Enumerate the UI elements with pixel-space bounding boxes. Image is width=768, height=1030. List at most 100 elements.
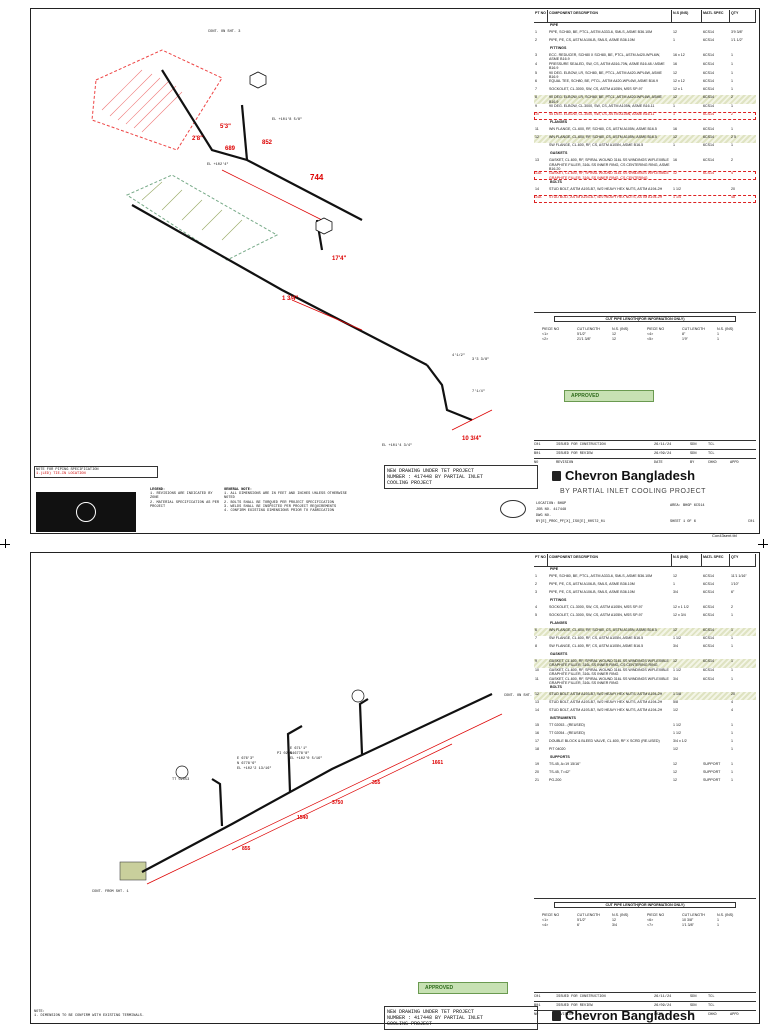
cut-header: N.S. (INS) (612, 327, 629, 331)
cont-note: CONT. FROM SHT. 1 (92, 890, 129, 894)
bom-cell-no: 11 (535, 676, 539, 681)
bom-cell-desc: GASKET, CL.600, RF, SPIRAL WOUND 316L SS… (549, 158, 670, 172)
revision-cell: SDN (690, 995, 697, 999)
bom-cell-desc: SW FLANGE, CL.600, RF, CS, ASTM A105N, A… (549, 644, 644, 648)
bom-cell-desc: STUD BOLT, ASTM A193-B7, W/2 HEAVY HEX N… (549, 700, 663, 705)
revision-cell: CHKD (708, 461, 717, 465)
bom-cell-size: 12 (673, 135, 677, 140)
cut-cell: <5> (647, 337, 654, 341)
bom-cell-size: 16 (673, 158, 677, 163)
legend-line: 2. MATERIAL SPECIFICATION AS PER PROJECT (150, 500, 220, 509)
bom-section-label: INSTRUMENTS (550, 716, 576, 721)
bom-cell-no: 11 (535, 127, 539, 132)
general-note-line: 2. BOLTS SHALL BE TORQUED PER PROJECT SP… (224, 500, 334, 505)
crop-mark (5, 539, 6, 549)
bom-cell-qty: 1'10" (731, 582, 739, 586)
bom-cell-spec: 6CS14 (703, 79, 714, 84)
cut-cell: 3/4 (612, 923, 617, 927)
crop-mark (763, 539, 764, 549)
bom-cell-size: 3/4 (673, 644, 678, 648)
bom-cell-qty: 48 (731, 195, 735, 200)
bom-cell-qty: 2 5 (731, 135, 736, 140)
bom-cell-qty: 1 (731, 659, 733, 663)
cont-note: CONT. ON SHT. 3 (208, 30, 240, 34)
bom-section-label: SUPPORTS (550, 755, 570, 760)
bom-cell-spec: SUPPORT (703, 762, 721, 767)
bom-cell-size: 1 1/2 (673, 636, 681, 640)
bom-cell-desc: PRESSURE SEALED, SW, CS, ASTM A516-70N, … (549, 61, 665, 71)
bom-cell-desc: 90 DEG. ELBOW, CL.3000, SW, CS, ASTM A10… (549, 104, 655, 109)
instrument-bubble-icon (175, 765, 189, 779)
bom-cell-qty: 1 (731, 731, 733, 736)
isometric-drawing-2: 855 1540 3750 355 1661 CONT. ON SHT. 3 E… (92, 689, 532, 894)
dim-callout: 1 3/4" (282, 296, 298, 302)
dimension-lines (221, 169, 493, 431)
bom-table: PT NO COMPONENT DESCRIPTION N.S (INS) MA… (534, 10, 756, 204)
bom-cell-qty: 1 (731, 53, 733, 57)
bom-cell-qty: 1 (731, 87, 733, 92)
revision-cell: SDN (690, 443, 697, 447)
bom-cell-desc: STUD BOLT, ASTM A193-B7, W/2 HEAVY HEX N… (549, 195, 663, 200)
bom-cell-desc: GASKET, CL.600, RF, SPIRAL WOUND 316L SS… (549, 676, 669, 686)
bom-cell-qty: 1 (731, 70, 733, 75)
bom-cell-spec: 6CS14 (703, 676, 714, 681)
bom-cell-no: 12 (535, 135, 539, 140)
bom-cell-no: 12 (535, 692, 539, 697)
bom-cell-desc: GASKET, CL.600, RF, SPIRAL WOUND 316L SS… (549, 667, 669, 677)
elevation-label: EL +101'4 3/4" (382, 443, 412, 448)
bom-cell-desc: STUD BOLT, ASTM A193-B7, W/2 HEAVY HEX N… (549, 692, 663, 697)
cut-cell: 12 (612, 337, 616, 341)
approved-stamp: APPROVED (418, 982, 508, 994)
location-label: LOCATION: BHGP (536, 502, 567, 506)
bom-cell-no: 2 (535, 582, 537, 586)
revision-cell: APPD (730, 1013, 739, 1017)
bom-cell-desc: STUD BOLT, ASTM A193-B7, W/2 HEAVY HEX N… (549, 708, 663, 713)
bom-cell-spec (702, 187, 730, 195)
hdr-no: PT NO (534, 554, 548, 566)
revision-cell: NO (534, 461, 539, 465)
bom-cell-desc: STUD BOLT, ASTM A193-B7, W/2 HEAVY HEX N… (549, 187, 663, 192)
bom-cell-qty: 2 (731, 158, 733, 163)
revision-cell: CHKD (708, 1013, 717, 1017)
revision-cell: 26/09/24 (654, 452, 672, 456)
bom-cell-size: 12 (673, 628, 677, 632)
bom-cell-size: 1 (673, 582, 675, 586)
dimension-lines (146, 713, 503, 885)
footer-code: Con43sent.tbl (712, 533, 737, 538)
cont-note: CONT. ON SHT. 3 (504, 694, 532, 698)
bom-cell-spec: 6CS14 (703, 158, 714, 163)
bom-section-label: FLANGES (550, 621, 568, 625)
revision-cell: TCL (708, 995, 715, 999)
bom-cell-spec: 6CS14 (703, 53, 714, 57)
cut-cell: 21'1 3/8" (577, 337, 591, 341)
coord-label: N 6778'8" (290, 751, 309, 756)
legend-title: LEGEND: (150, 488, 166, 492)
bom-cell-qty: 1 (731, 747, 733, 752)
bom-cell-desc: SW FLANGE, CL.600, RF, CS, ASTM A105N, A… (549, 636, 644, 640)
dim-callout: 689 (225, 146, 236, 152)
bom-cell-qty: 1 (731, 613, 733, 617)
revision-cell: ISSUED FOR REVIEW (556, 1004, 593, 1008)
bom-cell-no: 1 (535, 30, 537, 34)
elevation-label: EL +101'8 5/8" (272, 117, 302, 122)
company-banner: Chevron Bangladesh (552, 1008, 695, 1023)
bom-cell-qty: 1 (731, 739, 733, 744)
bom-cell-no (534, 143, 548, 151)
bom-cell-qty: 1'1 1/2" (731, 38, 743, 42)
dim-callout: 17'4" (332, 256, 346, 262)
bom-cell-qty: 4 (731, 171, 733, 176)
chevron-logo-icon (552, 1010, 561, 1021)
bom-cell-no: 13A (535, 171, 542, 176)
bom-cell-no: 7 (535, 636, 537, 640)
bom-cell-spec: 6CS14 (703, 613, 714, 617)
